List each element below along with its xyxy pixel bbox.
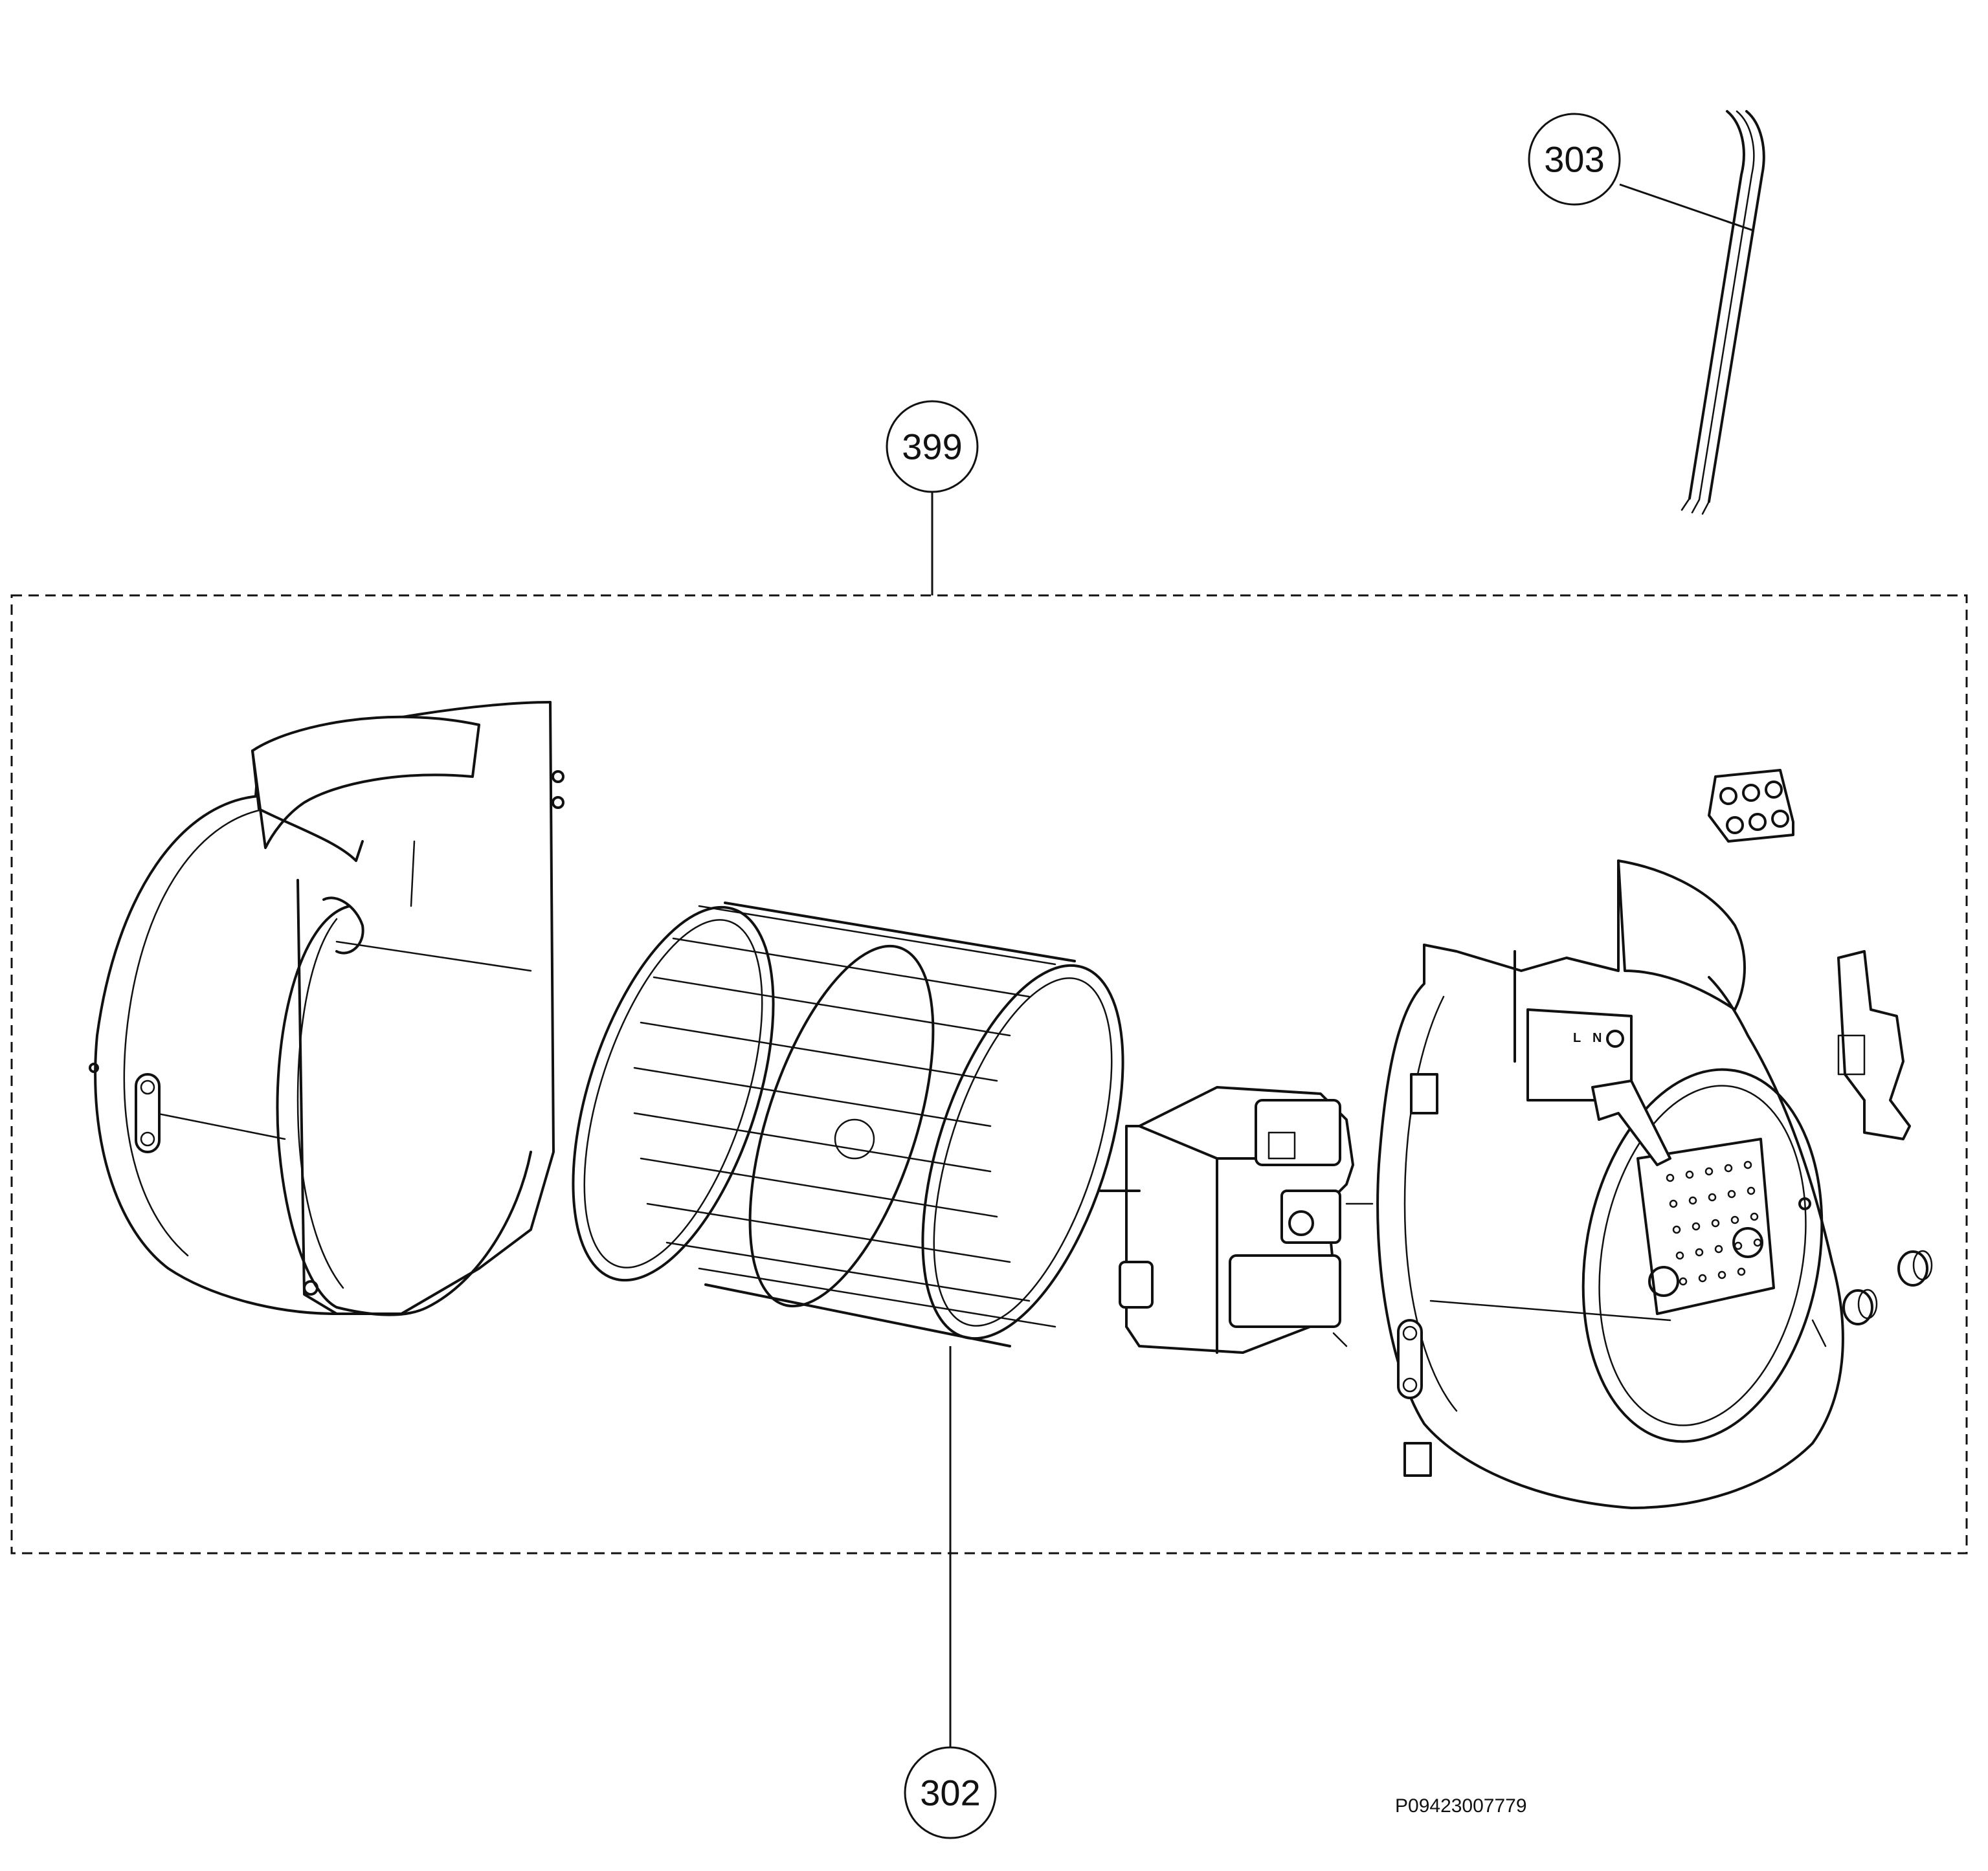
callout-303[interactable]: 303 xyxy=(1528,113,1754,232)
motor-icon xyxy=(1099,1086,1374,1354)
assembly-boundary xyxy=(10,594,1968,1555)
drawing-code: P09423007779 xyxy=(1395,1795,1527,1817)
terminal-block-icon xyxy=(1708,769,1794,843)
callout-302-label: 302 xyxy=(920,1773,980,1813)
callout-302[interactable]: 302 xyxy=(904,1346,997,1839)
callout-303-label: 303 xyxy=(1544,139,1604,180)
wire-harness-icon xyxy=(1681,110,1765,515)
terminal-label-l: L xyxy=(1573,1031,1581,1045)
callout-303-circle xyxy=(1528,113,1621,206)
cap-nut-icon xyxy=(1842,1250,1933,1325)
callout-399-label: 399 xyxy=(902,426,962,467)
callout-303-leader xyxy=(1619,183,1754,232)
housing-rear-half-icon: L N xyxy=(1376,859,1844,1509)
bracket-icon xyxy=(1837,950,1911,1140)
housing-front-half-icon xyxy=(89,701,564,1316)
callout-302-circle xyxy=(904,1746,997,1839)
grille-dots xyxy=(1666,1160,1762,1286)
terminal-label-n: N xyxy=(1592,1031,1602,1045)
impeller-wheel-icon xyxy=(572,902,1124,1347)
callout-399[interactable]: 399 xyxy=(886,400,979,595)
